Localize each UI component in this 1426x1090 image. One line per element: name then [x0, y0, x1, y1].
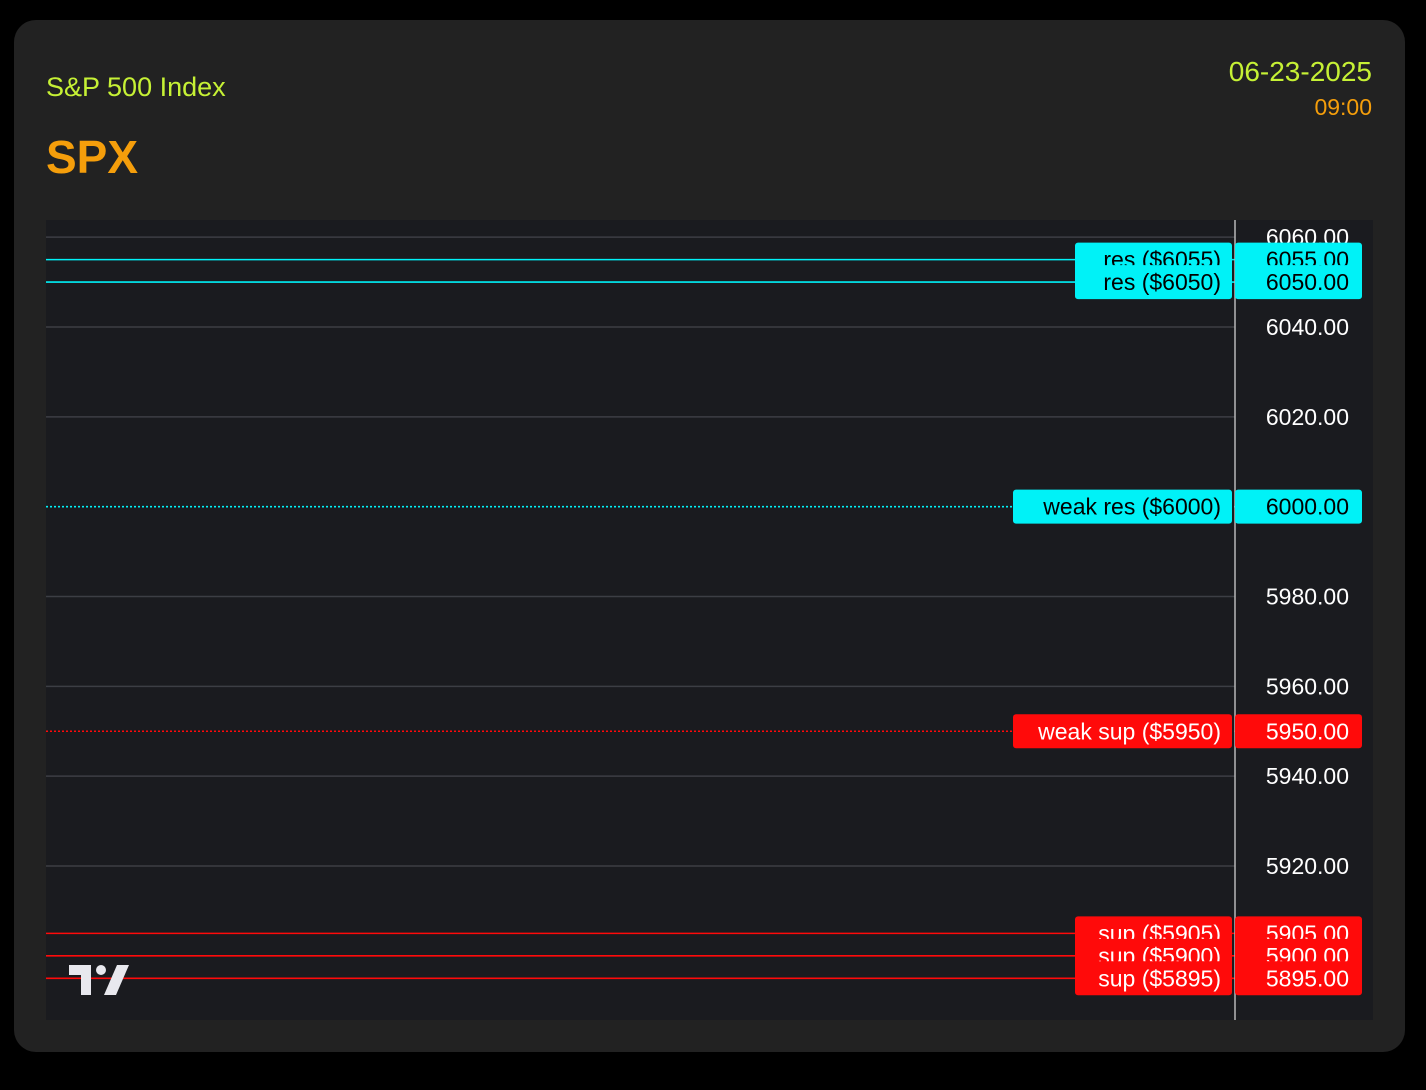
logo-part: [69, 965, 91, 995]
ticker-symbol: SPX: [46, 131, 139, 183]
level-name-tag: [1013, 714, 1232, 749]
tradingview-logo-icon[interactable]: [69, 965, 129, 995]
date-label: 06-23-2025: [1228, 56, 1372, 87]
price-axis-tag-label: 5950.00: [1266, 718, 1349, 744]
y-tick-label: 5920.00: [1266, 853, 1349, 879]
price-axis-tag-label: 6050.00: [1266, 269, 1349, 295]
time-label: 09:00: [1314, 94, 1372, 120]
price-axis-tag: [1235, 714, 1362, 749]
level-name-tag: [1013, 489, 1232, 524]
y-tick-label: 5940.00: [1266, 763, 1349, 789]
level-name-tag: [1075, 961, 1232, 996]
y-tick-label: 5980.00: [1266, 584, 1349, 610]
logo-part: [104, 965, 129, 995]
level-name-tag: [1075, 265, 1232, 300]
y-tick-label: 6020.00: [1266, 404, 1349, 430]
logo-part: [96, 965, 106, 975]
y-tick-label: 5960.00: [1266, 673, 1349, 699]
price-axis-tag: [1235, 961, 1362, 996]
price-axis-tag: [1235, 489, 1362, 524]
level-name-label: sup ($5895): [1098, 965, 1221, 991]
y-tick-label: 6040.00: [1266, 314, 1349, 340]
price-chart-svg[interactable]: 6060.006040.006020.005980.005960.005940.…: [46, 220, 1373, 1020]
price-axis-tag-label: 6000.00: [1266, 494, 1349, 520]
price-axis-tag-label: 5895.00: [1266, 965, 1349, 991]
level-name-label: weak res ($6000): [1042, 494, 1221, 520]
price-axis-tag: [1235, 265, 1362, 300]
index-name: S&P 500 Index: [46, 72, 226, 102]
level-name-label: weak sup ($5950): [1037, 718, 1221, 744]
level-name-label: res ($6050): [1103, 269, 1221, 295]
